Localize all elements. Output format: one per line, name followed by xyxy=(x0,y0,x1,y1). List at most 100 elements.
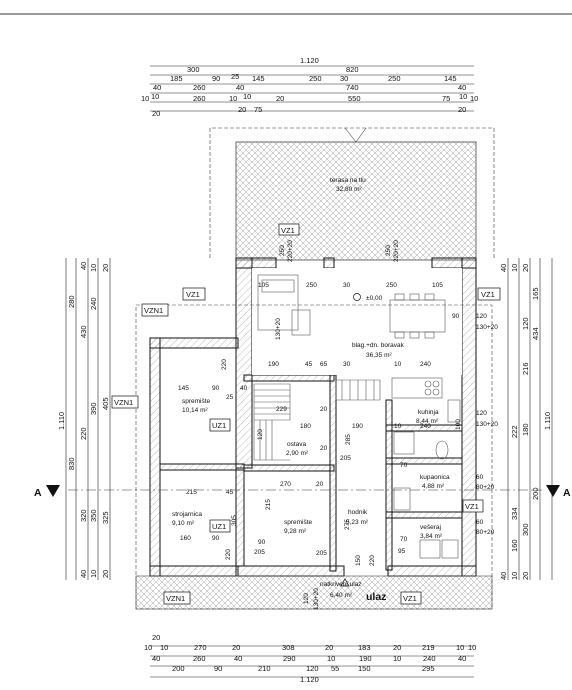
left-dim-830: 830 xyxy=(67,457,76,470)
bottom-dim-r3-5: 10 xyxy=(327,654,335,663)
right-dim-222: 222 xyxy=(510,425,519,438)
svg-text:180: 180 xyxy=(300,423,311,430)
bottom-dim-r4-7: 295 xyxy=(422,664,435,673)
svg-text:145: 145 xyxy=(178,385,189,392)
left-dim-top-20: 20 xyxy=(101,264,110,272)
left-dim-390: 390 xyxy=(89,402,98,415)
top-dim-r4-5: 40 xyxy=(458,83,466,92)
right-dim-top-20: 20 xyxy=(521,264,530,272)
left-dim-405: 405 xyxy=(101,397,110,410)
svg-text:229: 229 xyxy=(276,406,287,413)
svg-text:205: 205 xyxy=(316,550,327,557)
bottom-dim-r4-6: 150 xyxy=(358,664,371,673)
bottom-dim-r3-4: 290 xyxy=(283,654,296,663)
svg-text:220+20: 220+20 xyxy=(287,240,294,262)
svg-text:285: 285 xyxy=(345,434,352,445)
left-dim-220: 220 xyxy=(79,427,88,440)
svg-text:250: 250 xyxy=(279,245,286,256)
top-dim-r3-6: 30 xyxy=(340,74,348,83)
bottom-dim-r2-7: 183 xyxy=(358,643,371,652)
top-dim-r3-1: 185 xyxy=(170,74,183,83)
svg-text:80+20: 80+20 xyxy=(476,529,495,536)
right-dim-216: 216 xyxy=(521,362,530,375)
svg-text:25: 25 xyxy=(226,394,234,401)
svg-text:220: 220 xyxy=(225,549,232,560)
top-dim-r3-5: 250 xyxy=(309,74,322,83)
svg-text:40: 40 xyxy=(240,385,248,392)
room-name-kuhinja: kuhinja xyxy=(418,409,439,416)
svg-text:105: 105 xyxy=(258,282,269,289)
svg-text:10: 10 xyxy=(394,361,402,368)
right-dim-top-10: 10 xyxy=(510,264,519,272)
top-dim-r5-1: 10 xyxy=(141,94,149,103)
bottom-dim-r3-9: 40 xyxy=(458,654,466,663)
svg-text:45: 45 xyxy=(226,489,234,496)
svg-text:95: 95 xyxy=(398,548,406,555)
svg-text:120: 120 xyxy=(257,429,264,440)
top-dim-r2-1: 300 xyxy=(187,65,200,74)
svg-text:250: 250 xyxy=(306,282,317,289)
svg-text:100: 100 xyxy=(455,419,462,430)
left-dim-280: 280 xyxy=(67,295,76,308)
furniture xyxy=(253,274,461,559)
room-name-spremiste-2: spremište xyxy=(284,519,313,526)
top-dim-r5-6: 20 xyxy=(276,94,284,103)
tag-vz1-left-upper: VZ1 xyxy=(186,290,200,299)
bottom-dim-r3-2: 260 xyxy=(193,654,206,663)
svg-text:205: 205 xyxy=(340,455,351,462)
interior-dimensions: 250 220+20 250 220+20 105 250 30 250 105… xyxy=(178,240,498,610)
bottom-dim-r4-5: 55 xyxy=(331,664,339,673)
right-dim-bot-10: 10 xyxy=(510,572,519,580)
left-dim-top-10: 10 xyxy=(89,264,98,272)
level-label: ±0,00 xyxy=(366,295,383,302)
room-area-kupaonica: 4,88 m² xyxy=(422,483,445,490)
level-marker-icon xyxy=(353,293,361,301)
bottom-dim-overall: 1.120 xyxy=(300,675,319,684)
tag-vz1-top: VZ1 xyxy=(281,226,295,235)
top-dim-r4-4: 740 xyxy=(346,83,359,92)
svg-text:190: 190 xyxy=(352,423,363,430)
room-area-natkriveni-ulaz: 6,40 m² xyxy=(330,592,353,599)
bottom-dim-r3-8: 240 xyxy=(423,654,436,663)
right-dim-160: 160 xyxy=(510,539,519,552)
room-area-hodnik: 5,23 m² xyxy=(346,519,369,526)
svg-text:250: 250 xyxy=(385,245,392,256)
right-dim-bot-40: 40 xyxy=(499,572,508,580)
svg-text:215: 215 xyxy=(186,489,197,496)
right-dim-bot-20: 20 xyxy=(521,572,530,580)
tag-vzn1-left-upper: VZN1 xyxy=(144,306,163,315)
entrance-label: ulaz xyxy=(366,591,386,603)
right-dim-180: 180 xyxy=(521,423,530,436)
svg-text:10: 10 xyxy=(394,423,402,430)
bottom-dim-r4-4: 120 xyxy=(306,664,319,673)
bottom-dim-r3-3: 40 xyxy=(234,654,242,663)
section-marker-left-icon xyxy=(46,485,60,497)
svg-text:105: 105 xyxy=(432,282,443,289)
top-dim-r3-3: 25 xyxy=(231,72,239,81)
svg-text:240: 240 xyxy=(420,361,431,368)
right-dim-334: 334 xyxy=(510,507,519,520)
svg-text:90: 90 xyxy=(212,535,220,542)
tag-uz1-upper: UZ1 xyxy=(212,421,226,430)
bottom-dim-r4-2: 90 xyxy=(214,664,222,673)
svg-text:130+20: 130+20 xyxy=(275,318,282,340)
top-dim-r5-8: 75 xyxy=(442,94,450,103)
svg-text:90: 90 xyxy=(258,539,266,546)
bottom-dim-r4-3: 210 xyxy=(258,664,271,673)
top-dim-r3-8: 145 xyxy=(444,74,457,83)
svg-text:130+20: 130+20 xyxy=(476,421,498,428)
svg-text:20: 20 xyxy=(316,481,324,488)
bottom-dim-r2-2: 10 xyxy=(160,643,168,652)
tag-vz1-right-upper: VZ1 xyxy=(481,290,495,299)
top-dim-r6-2: 20 xyxy=(238,105,246,114)
svg-text:70: 70 xyxy=(400,462,408,469)
top-dim-r5-3: 260 xyxy=(193,94,206,103)
svg-text:220+20: 220+20 xyxy=(393,240,400,262)
svg-text:90: 90 xyxy=(212,385,220,392)
left-dim-top-40: 40 xyxy=(79,262,88,270)
bottom-dim-r2-6: 20 xyxy=(325,643,333,652)
svg-text:80+20: 80+20 xyxy=(476,484,495,491)
right-dim-overall: 1.110 xyxy=(543,412,552,430)
top-dim-r3-2: 90 xyxy=(212,74,220,83)
room-name-terasa: terasa na tlu xyxy=(330,177,366,184)
